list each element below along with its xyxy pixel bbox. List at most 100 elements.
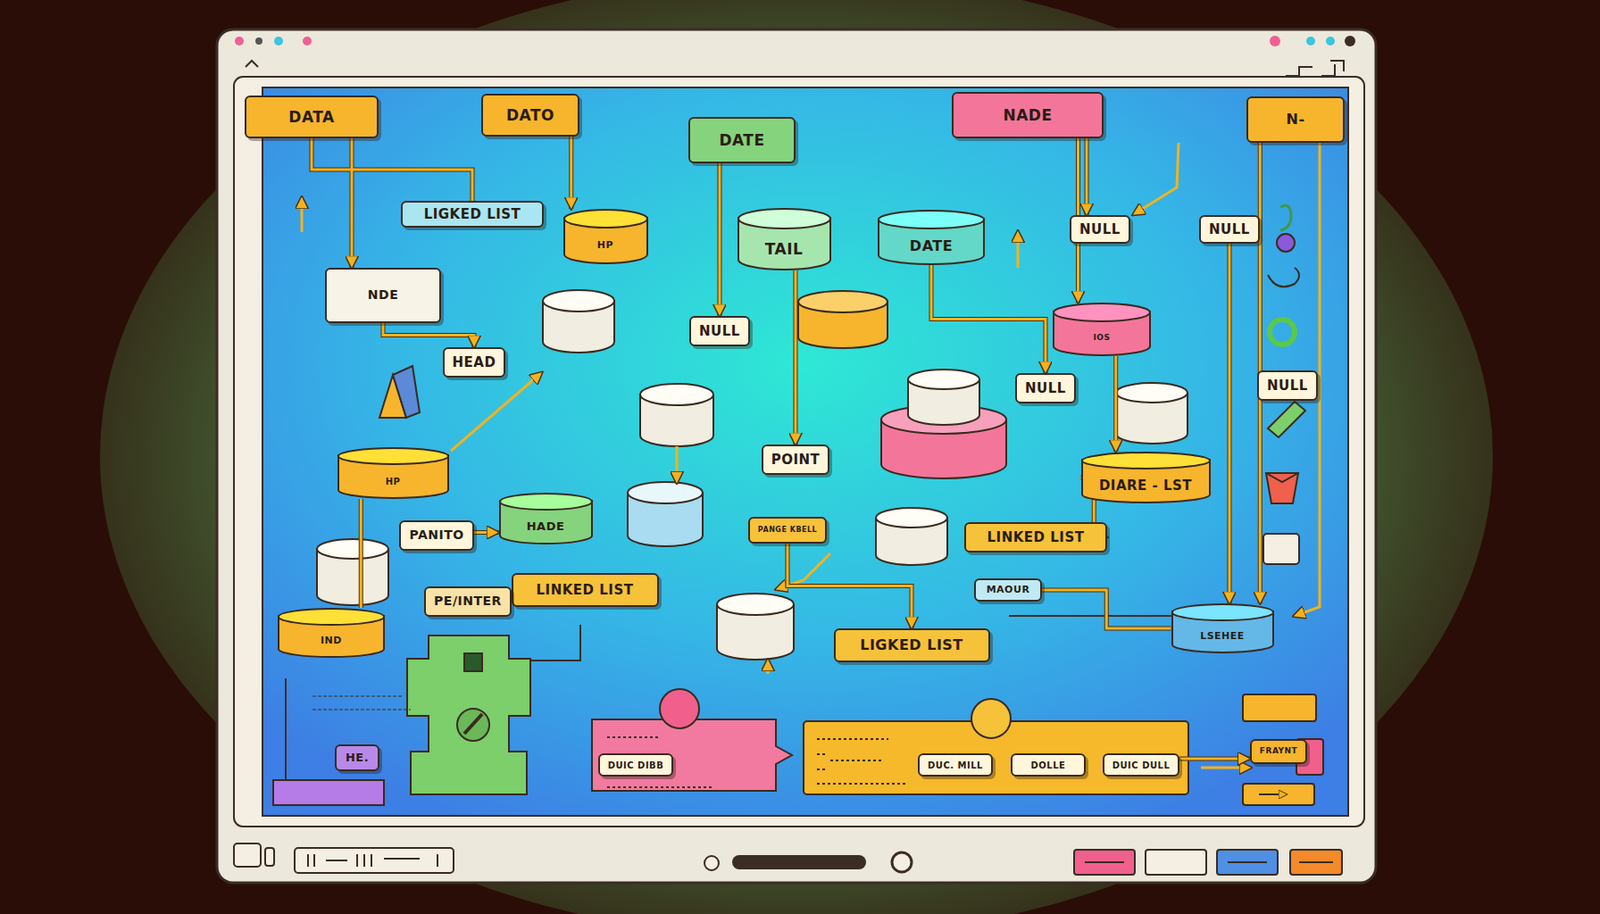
node-text: FRAYNT [1259,747,1298,757]
cylinder-shape [563,208,649,265]
node-text: NADE [1002,107,1052,125]
node-text: N- [1285,111,1305,128]
cylinder-node: HP [337,447,450,500]
data-box: DATO [481,93,580,137]
cylinder-shape [877,209,985,266]
node-box: NDE [325,267,442,324]
small-box: PANGE KBELL [748,516,827,544]
cylinder-node: HADE [499,492,593,545]
data-box: DATE [688,116,796,164]
connector-outline [931,265,1046,374]
connector-outline [358,499,364,609]
connector-outline [787,543,912,629]
connector [717,163,721,317]
data-box: DATA [244,95,379,139]
node-text: DUC. MILL [927,760,984,771]
connector-outline [1179,757,1250,762]
connector [794,270,798,445]
pointer-box: PE/INTER [424,586,512,617]
null-box: NULL [1015,373,1076,404]
node-text: IOS [1093,333,1111,343]
cylinder-node: HP [563,208,649,265]
cylinder-node: IOS [1052,302,1151,357]
node-text: HE. [345,751,369,765]
cylinder-node: IND [277,608,385,659]
node-text: PANGE KBELL [758,526,817,535]
panel-cell: DOLLE [1010,753,1086,777]
cylinder-shape [277,608,385,659]
node-text: NULL [1025,381,1067,397]
node-text: LINKED LIST [987,530,1085,546]
node-text: HP [385,476,401,487]
list-label: LIGKED LIST [833,628,991,663]
connector-outline [716,163,722,317]
node-text: DATE [718,132,765,150]
node-text: HADE [526,520,566,534]
cylinder-node: LSEHEE [1171,603,1275,654]
pointer-box: PANITO [399,520,474,551]
connector [1227,243,1231,604]
node-text: LIGKED LIST [859,637,964,654]
connector-outline [793,270,799,445]
node-text: POINT [771,452,821,468]
node-text: MAOUR [986,584,1031,596]
list-label: LINKED LIST [964,522,1108,553]
node-box: NADE [951,91,1104,139]
connector [359,499,363,609]
connector [569,136,573,209]
connector-outline [350,138,355,268]
null-box: NULL [1257,370,1318,401]
node-text: DIARE - LST [1099,478,1192,494]
connector-outline [474,530,500,535]
connector-outline [568,136,574,209]
null-box: NULL [1199,215,1260,244]
node-text: NULL [699,324,741,340]
node-text: DUIC DULL [1112,760,1171,771]
connector [350,138,354,268]
cylinder-shape [1171,603,1275,654]
null-box: NULL [689,316,750,347]
connector-outline [1041,590,1172,629]
connector [311,138,473,201]
connector [931,265,1046,374]
node-text: DOLLE [1031,760,1067,771]
null-box: NULL [1069,215,1131,244]
node-text: DUIC DIBB [608,760,665,771]
small-box: FRAYNT [1250,739,1308,765]
node-text: HEAD [452,355,497,371]
connector-outline [1113,356,1118,452]
connector [474,531,500,534]
connector-outline [383,323,475,348]
node-text: NDE [367,288,399,302]
node-text: TAIL [765,241,804,259]
cylinder-shape [499,492,593,545]
connector-outline [1084,138,1090,216]
connector [1114,356,1117,452]
node-text: PE/INTER [433,594,502,609]
cylinder-shape [337,447,450,500]
cylinder-shape [1052,302,1151,357]
node-text: IND [320,635,342,647]
node-text: DATE [909,238,953,255]
head-box: HEAD [442,347,507,378]
pointer-box: POINT [761,444,831,475]
node-text: DATA [288,108,334,126]
cylinder-shape [737,208,832,271]
node-text: DATO [506,107,555,125]
list-label: LINKED LIST [511,573,659,608]
panel-cell: DUIC DULL [1102,753,1181,777]
node-text: NULL [1079,222,1121,238]
node-text: HP [597,240,614,251]
node-box: N- [1246,96,1345,143]
node-text: NULL [1208,222,1250,238]
connector-outline [311,138,473,201]
connector [1041,590,1172,629]
connector [1085,138,1089,216]
node-text: LSEHEE [1200,631,1245,642]
cylinder-node: TAIL [737,208,832,271]
cylinder-node: DATE [877,209,985,266]
small-box: MAOUR [974,578,1042,602]
panel-cell: DUIC DIBB [598,753,675,777]
connector [383,323,475,348]
